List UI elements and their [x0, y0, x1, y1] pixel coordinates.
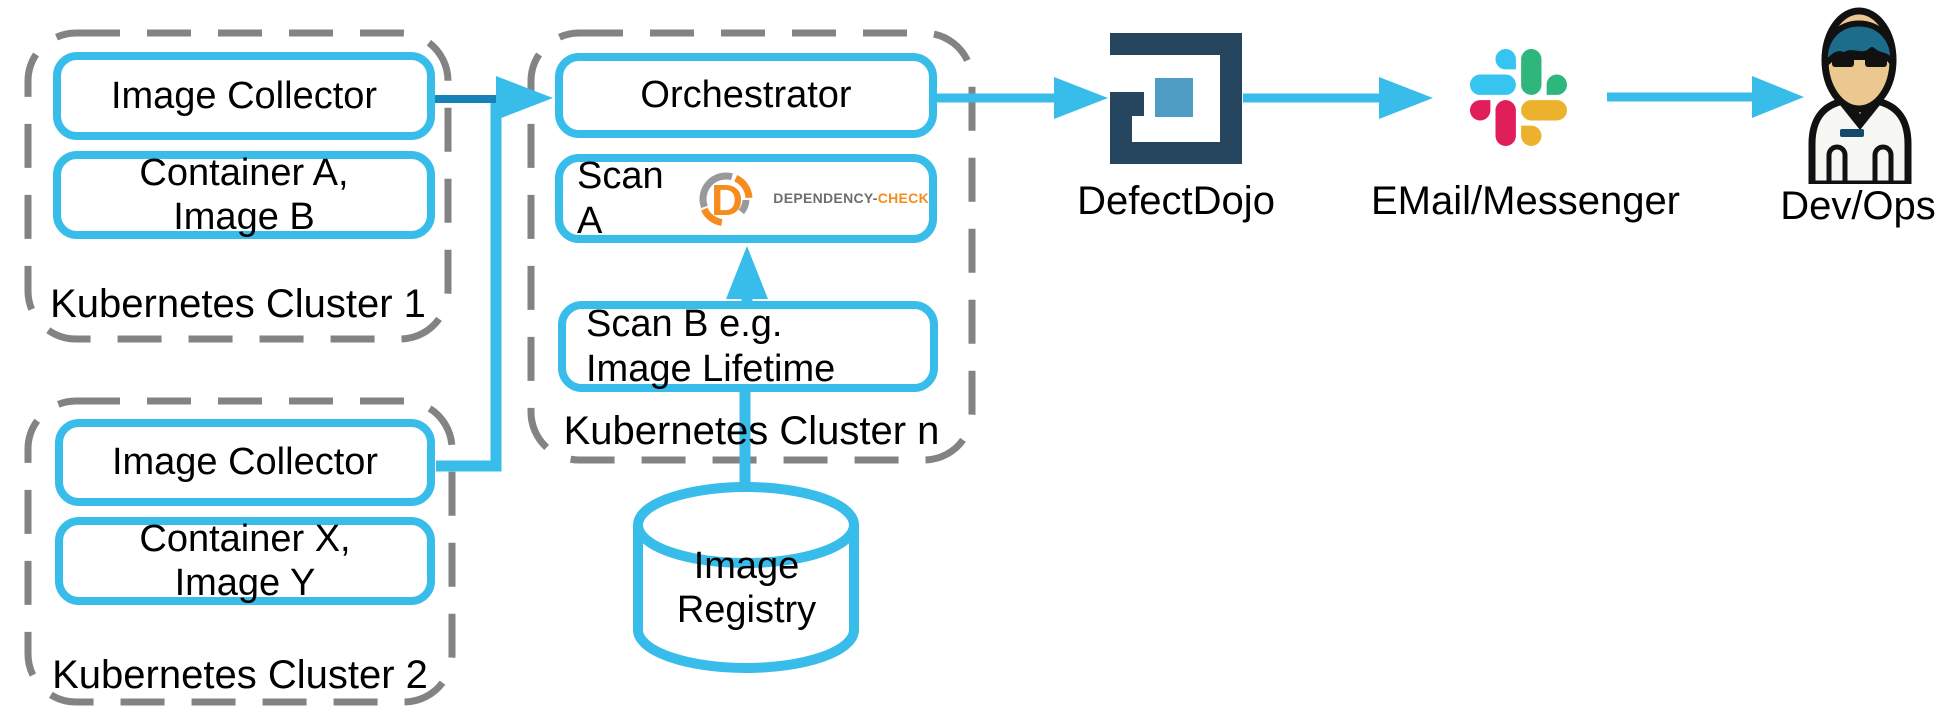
dependency-check-brand-text: DEPENDENCY-CHECK [773, 190, 929, 206]
node-orchestrator: Orchestrator [555, 53, 937, 138]
dependency-check-logo-icon: D [699, 172, 753, 226]
defectdojo-label: DefectDojo [1077, 179, 1275, 223]
node-scan-b-label: Scan B e.g. Image Lifetime [586, 303, 836, 390]
image-registry-label: Image Registry [676, 545, 817, 632]
node-scan-b: Scan B e.g. Image Lifetime [558, 301, 938, 392]
node-container-a-image-b-label: Container A, Image B [139, 151, 349, 238]
devops-person-icon [1808, 7, 1912, 184]
dependency-check-brand-orange: CHECK [877, 190, 929, 207]
node-scan-a-label: Scan A [577, 155, 664, 242]
sunglasses [1832, 53, 1887, 67]
devops-label: Dev/Ops [1780, 184, 1936, 228]
node-image-collector-2: Image Collector [55, 419, 435, 506]
cluster-n-label: Kubernetes Cluster n [563, 409, 940, 453]
node-orchestrator-label: Orchestrator [640, 74, 852, 117]
cluster-2-border [24, 397, 456, 706]
cluster-1-border [24, 29, 452, 343]
dependency-check-brand-gray: DEPENDENCY- [773, 190, 878, 207]
slack-logo-icon [1470, 49, 1567, 146]
cluster-1-label: Kubernetes Cluster 1 [50, 282, 426, 326]
image-registry-cylinder-icon [633, 482, 859, 673]
arrowhead-into-messenger [1379, 77, 1433, 119]
node-image-collector-1: Image Collector [53, 52, 435, 140]
messenger-label: EMail/Messenger [1371, 179, 1681, 223]
node-image-collector-2-label: Image Collector [111, 441, 379, 484]
arrowhead-into-scan-a [726, 246, 768, 299]
arrowhead-into-devops [1752, 76, 1804, 118]
node-container-x-image-y-label: Container X, Image Y [139, 517, 351, 604]
arrowhead-into-orchestrator [496, 76, 553, 120]
arrowhead-into-defectdojo [1054, 77, 1108, 119]
cluster-2-label: Kubernetes Cluster 2 [52, 653, 428, 697]
cluster-n-border [527, 29, 976, 464]
defectdojo-logo-icon [1110, 33, 1242, 164]
node-container-x-image-y: Container X, Image Y [55, 517, 435, 605]
connector-image-collector-2-to-orchestrator [436, 95, 502, 472]
node-image-collector-1-label: Image Collector [110, 74, 378, 117]
node-scan-a: Scan A D DEPENDENCY-CHECK [555, 154, 937, 243]
node-container-a-image-b: Container A, Image B [53, 151, 435, 239]
dependency-check-letter: D [711, 176, 743, 225]
